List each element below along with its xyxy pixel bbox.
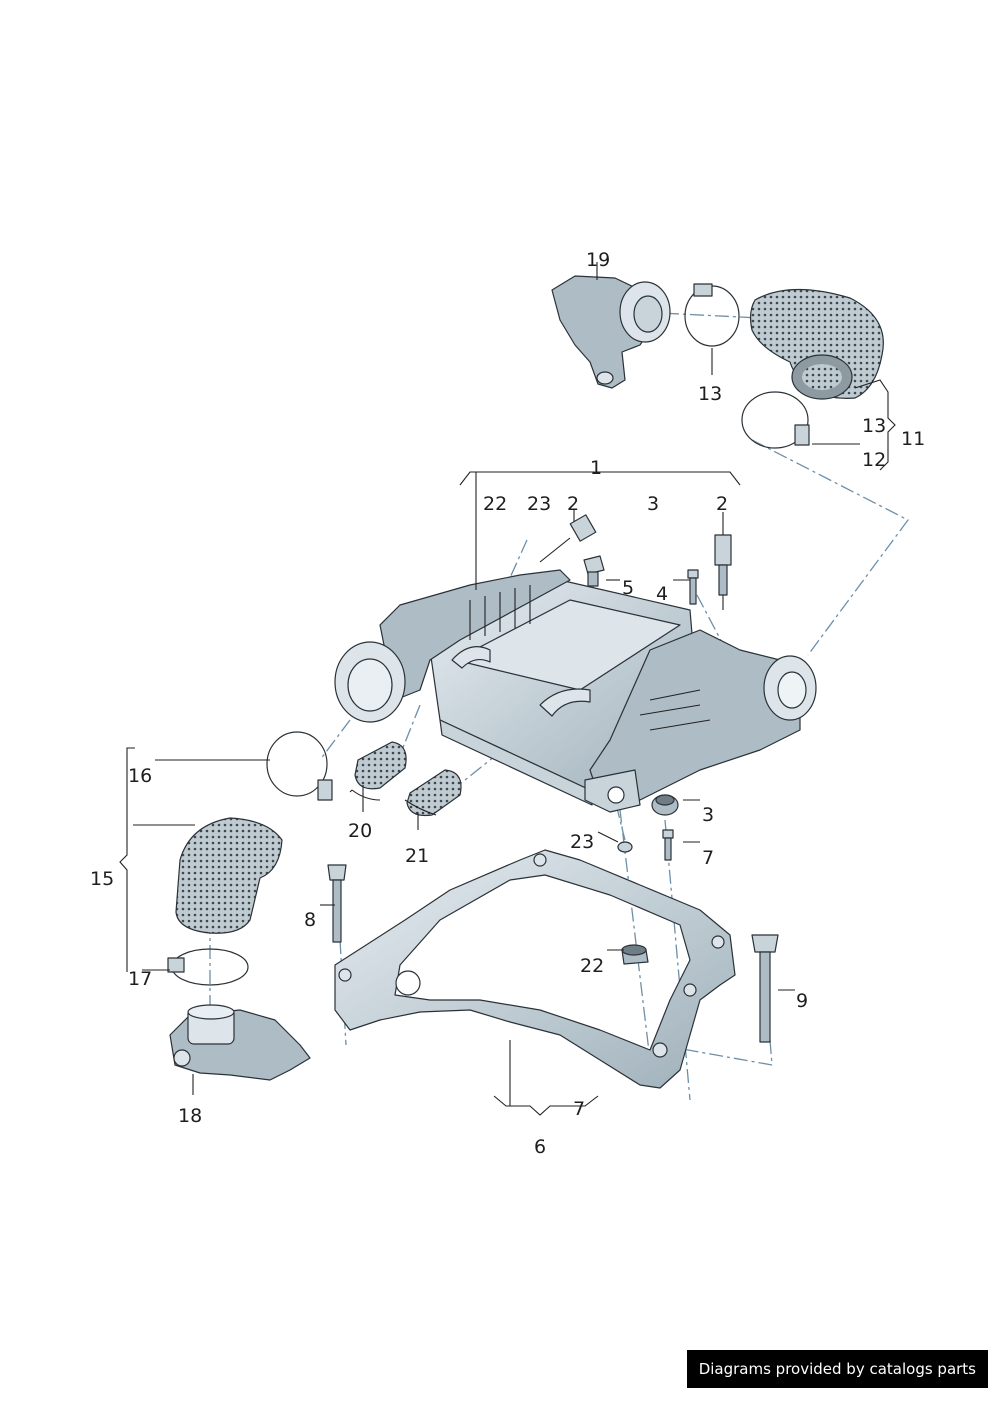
callout-3-lower: 3 [702,804,714,826]
callout-6: 6 [534,1136,546,1158]
callout-22-upper: 22 [483,493,507,515]
part-8-bolt [327,864,347,943]
callout-5: 5 [622,577,634,599]
callout-13-upper: 13 [698,383,722,405]
part-9-bolt [751,934,779,1043]
part-2-sensor-left [539,514,597,563]
callout-2-left: 2 [567,493,579,515]
callout-15: 15 [90,868,114,890]
callout-9: 9 [796,990,808,1012]
part-23-seal [617,841,633,853]
part-19-intake-fitting [551,275,671,389]
part-15-charge-air-hose [175,817,283,934]
callout-4: 4 [656,583,668,605]
callout-17: 17 [128,968,152,990]
callout-7-lower: 7 [573,1098,585,1120]
part-7-stud-upper [662,829,674,861]
part-5-bolt [583,555,605,587]
callout-23-upper: 23 [527,493,551,515]
callout-22-lower: 22 [580,955,604,977]
callout-labels: 19 13 13 11 12 1 22 23 2 3 2 5 4 16 15 2… [90,249,925,1158]
callout-20: 20 [348,820,372,842]
credit-banner: Diagrams provided by catalogs parts [686,1350,988,1388]
part-17-hose-clamp [167,948,249,986]
part-16-hose-clamp [266,731,333,801]
leader-lines [119,262,896,1116]
callout-1: 1 [590,457,602,479]
callout-7-upper: 7 [702,847,714,869]
part-21-hose [406,769,462,817]
callout-2-right: 2 [716,493,728,515]
callout-13-lower: 13 [862,415,886,437]
part-2-sensor-right [714,534,732,610]
part-22-grommet [621,944,649,965]
callout-16: 16 [128,765,152,787]
part-6-carrier-frame [334,849,736,1089]
part-13-hose-clamp-lower [741,391,810,449]
callout-19: 19 [586,249,610,271]
part-11-charge-air-hose [749,288,884,400]
part-18-throttle-body [169,1004,311,1081]
part-20-hose [354,741,407,790]
part-3-grommet [651,794,679,816]
callout-8: 8 [304,909,316,931]
part-13-hose-clamp-upper [684,283,740,347]
part-1-intercooler-assembly [334,569,817,813]
callout-11: 11 [901,428,925,450]
callout-21: 21 [405,845,429,867]
callout-23-lower: 23 [570,831,594,853]
callout-3-upper: 3 [647,493,659,515]
callout-12: 12 [862,449,886,471]
callout-18: 18 [178,1105,202,1127]
part-4-stud [687,569,699,605]
